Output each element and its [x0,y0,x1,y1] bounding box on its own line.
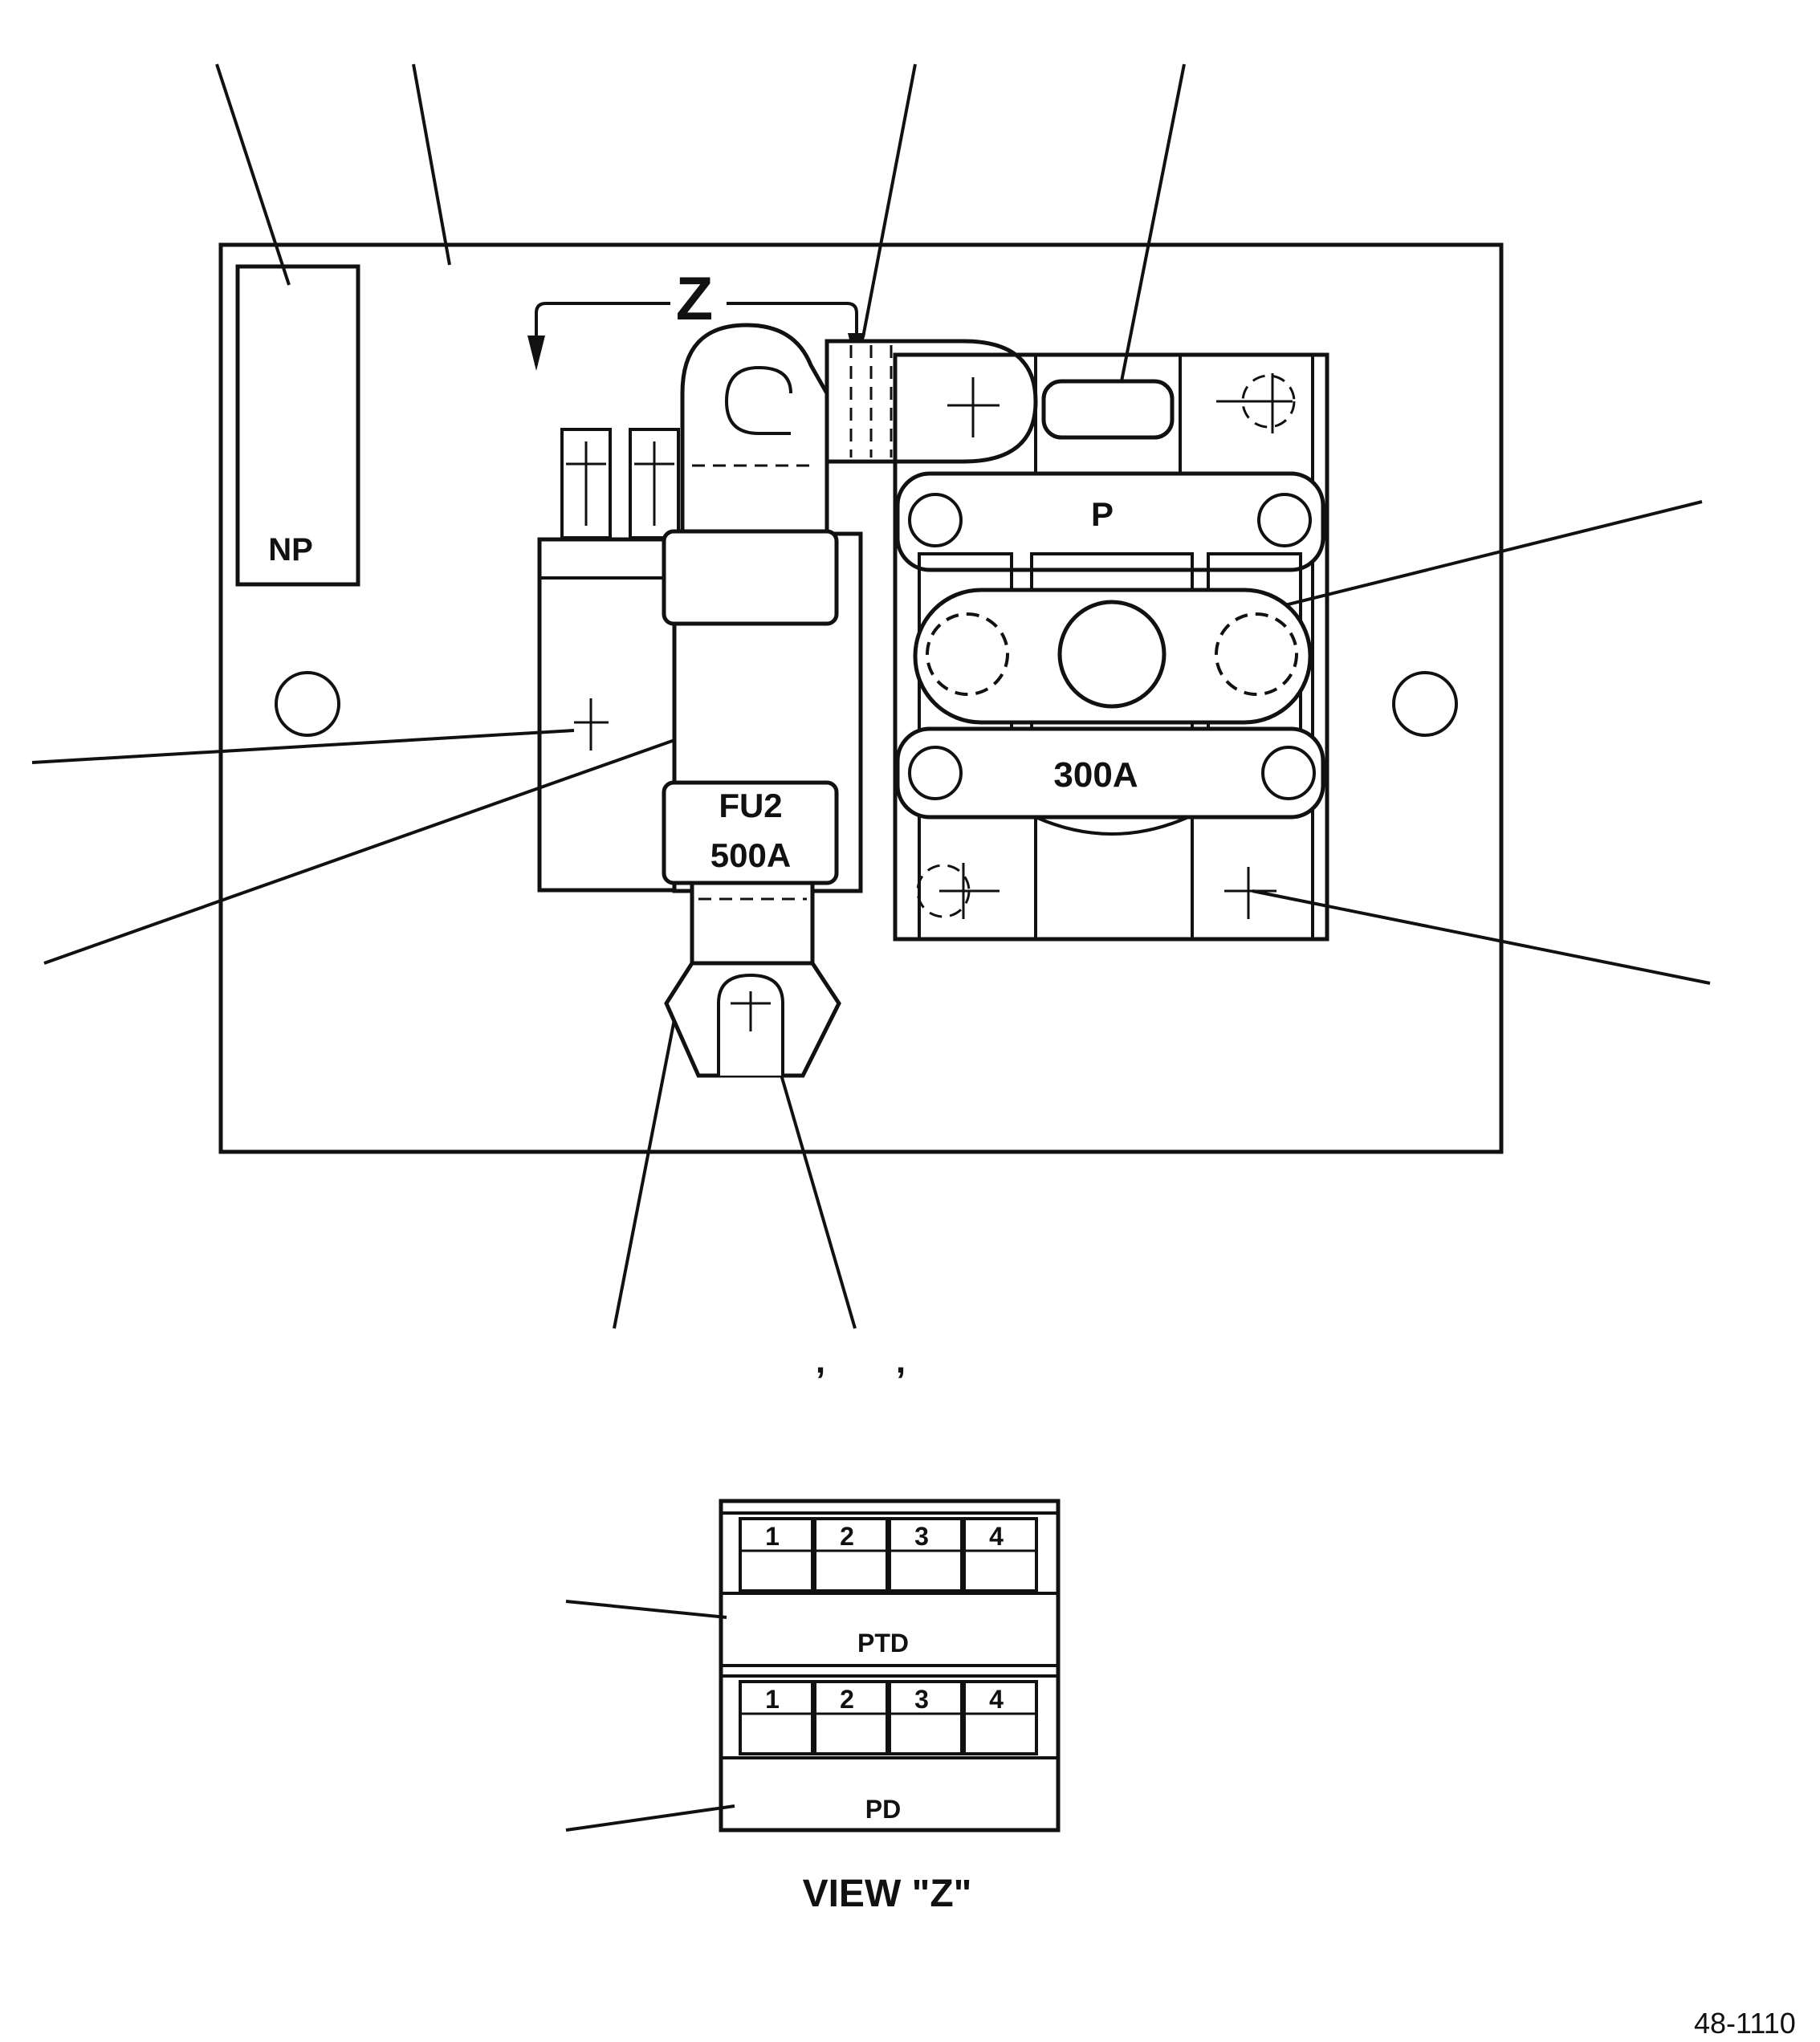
view-z-terminal-block: 1 2 3 4 PTD 1 2 3 4 PD [719,1499,1061,1833]
mounting-hole-right [1392,671,1458,737]
upper-terminal-4: 4 [989,1522,1004,1551]
fuse-rating-label: 500A [710,836,791,874]
breaker-rating-label: 300A [1053,755,1138,795]
comma-mark-1: , [816,1341,825,1381]
leader-lines [31,63,1711,1832]
mounting-hole-left [275,671,340,737]
lower-terminal-1: 1 [765,1685,780,1714]
lower-terminal-4: 4 [989,1685,1004,1714]
lower-terminal-2: 2 [840,1685,854,1714]
figure-number: 48-1110 [1694,2007,1796,2040]
pd-label: PD [865,1795,901,1824]
nameplate [235,264,360,587]
breaker-top-label: P [1091,495,1114,533]
view-caption: VIEW "Z" [803,1873,972,1915]
lower-terminal-row [739,1680,1038,1755]
ptd-label: PTD [857,1629,909,1658]
fuse-name-label: FU2 [719,787,782,824]
upper-terminal-1: 1 [765,1522,780,1551]
terminal-posts [560,428,680,539]
lower-terminal-3: 3 [914,1685,929,1714]
panel-plate [218,242,1504,1154]
upper-terminal-3: 3 [914,1522,929,1551]
upper-terminal-row [739,1517,1038,1593]
comma-mark-2: , [896,1341,906,1381]
upper-terminal-2: 2 [840,1522,854,1551]
fuse-fu2: FU2 500A [662,323,863,1078]
nameplate-label: NP [268,532,313,567]
bus-link [824,339,1038,464]
view-z-letter: Z [676,265,713,333]
circuit-breaker: P 300A [893,352,1329,942]
